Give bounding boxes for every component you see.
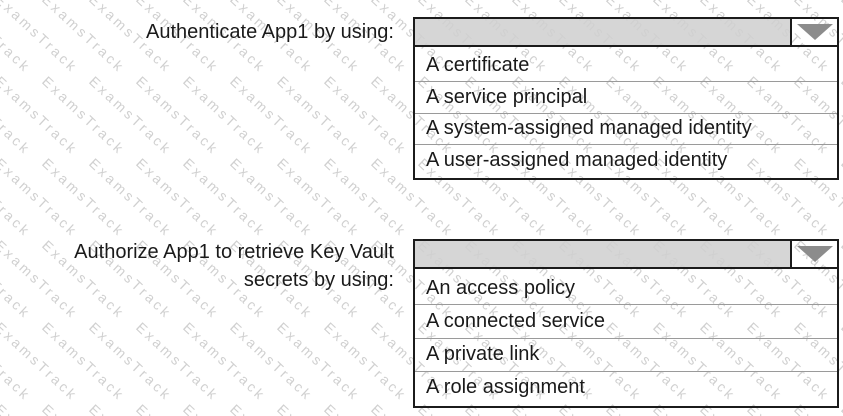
dropdown-authorize-header[interactable] [415, 241, 837, 269]
question-label-line: Authenticate App1 by using: [146, 21, 394, 43]
watermark-text: ExamsTrack [0, 401, 81, 416]
dropdown-authorize-value [415, 241, 790, 267]
watermark-text: ExamsTrack [39, 155, 129, 240]
dropdown-authenticate-options: A certificate A service principal A syst… [415, 47, 837, 178]
watermark-text: ExamsTrack [321, 319, 411, 404]
chevron-down-icon [796, 246, 833, 262]
question-label-line: Authorize App1 to retrieve Key Vault [74, 241, 394, 263]
dropdown-authorize: An access policy A connected service A p… [413, 239, 839, 408]
watermark-text: ExamsTrack [86, 401, 175, 416]
watermark-text: ExamsTrack [0, 319, 35, 404]
watermark-text: ExamsTrack [227, 155, 317, 240]
watermark-text: ExamsTrack [133, 73, 223, 158]
watermark-text: ExamsTrack [0, 155, 35, 240]
dropdown-authenticate: A certificate A service principal A syst… [413, 17, 839, 180]
dropdown-option[interactable]: A connected service [415, 304, 837, 337]
watermark-text: ExamsTrack [0, 401, 34, 416]
watermark-text: ExamsTrack [86, 319, 176, 404]
watermark-text: ExamsTrack [39, 401, 128, 416]
dropdown-option[interactable]: A user-assigned managed identity [415, 144, 837, 176]
dropdown-authenticate-button[interactable] [790, 19, 837, 45]
watermark-text: ExamsTrack [274, 319, 364, 404]
dropdown-option[interactable]: A system-assigned managed identity [415, 112, 837, 145]
watermark-text: ExamsTrack [0, 319, 82, 404]
watermark-text: ExamsTrack [227, 73, 317, 158]
watermark-text: ExamsTrack [86, 155, 176, 240]
watermark-text: ExamsTrack [39, 73, 129, 158]
watermark-text: ExamsTrack [133, 155, 223, 240]
watermark-text: ExamsTrack [227, 319, 317, 404]
watermark-text: ExamsTrack [0, 73, 35, 158]
dropdown-option[interactable]: A role assignment [415, 370, 837, 404]
dropdown-option[interactable]: An access policy [426, 276, 575, 299]
watermark-text: ExamsTrack [180, 319, 270, 404]
watermark-text: ExamsTrack [274, 73, 364, 158]
chevron-down-icon [796, 24, 833, 40]
watermark-text: ExamsTrack [274, 155, 364, 240]
dropdown-option[interactable]: A certificate [426, 53, 530, 76]
watermark-text: ExamsTrack [133, 319, 223, 404]
watermark-text: ExamsTrack [0, 155, 82, 240]
dropdown-option[interactable]: A private link [415, 337, 837, 371]
watermark-text: ExamsTrack [227, 401, 316, 416]
watermark-text: ExamsTrack [321, 73, 411, 158]
dropdown-option[interactable]: A service principal [415, 80, 837, 113]
watermark-text: ExamsTrack [321, 155, 411, 240]
watermark-text: ExamsTrack [39, 319, 129, 404]
watermark-text: ExamsTrack [321, 401, 410, 416]
question-label-authorize: Authorize App1 to retrieve Key Vault sec… [0, 238, 394, 294]
dropdown-authorize-options: An access policy A connected service A p… [415, 269, 837, 406]
watermark-text: ExamsTrack [180, 401, 269, 416]
watermark-text: ExamsTrack [180, 73, 270, 158]
question-label-authenticate: Authenticate App1 by using: [0, 18, 394, 46]
watermark-text: ExamsTrack [133, 401, 222, 416]
dropdown-authenticate-value [415, 19, 790, 45]
watermark-text: ExamsTrack [86, 73, 176, 158]
watermark-text: ExamsTrack [180, 155, 270, 240]
question-label-line: secrets by using: [243, 269, 394, 291]
watermark-text: ExamsTrack [274, 401, 363, 416]
dropdown-authenticate-header[interactable] [415, 19, 837, 47]
watermark-text: ExamsTrack [0, 73, 82, 158]
dropdown-authorize-button[interactable] [790, 241, 837, 267]
